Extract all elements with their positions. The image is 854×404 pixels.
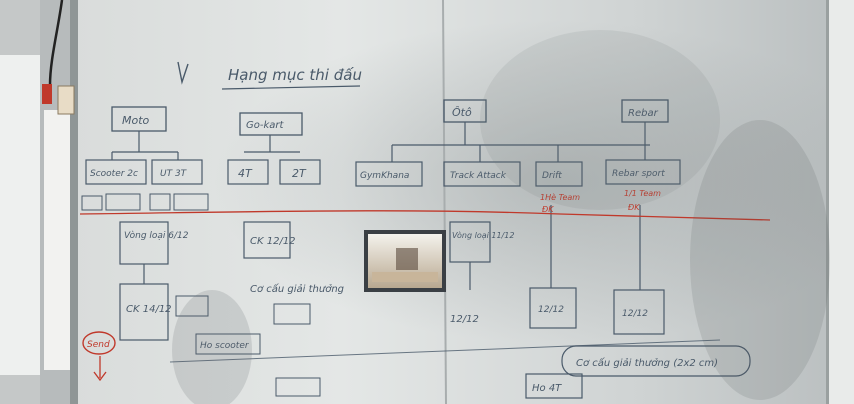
svg-text:GymKhana: GymKhana [360, 171, 409, 181]
svg-text:12/12: 12/12 [622, 309, 648, 319]
drift-tag-bottom: ĐK [542, 205, 554, 214]
svg-text:Vòng loại 11/12: Vòng loại 11/12 [452, 230, 514, 240]
board-frame-left [70, 0, 78, 404]
svg-text:Drift: Drift [542, 171, 562, 181]
left-prize-note: Cơ cấu giải thưởng [250, 283, 344, 295]
svg-text:12/12: 12/12 [450, 314, 479, 325]
rebar-tag-bottom: ĐK [628, 203, 640, 212]
category-gokart: Go-kart 4T 2T CK 12/12 [227, 112, 321, 397]
svg-text:12/12: 12/12 [538, 305, 564, 315]
rebar-tag-top: 1/1 Team [624, 189, 661, 198]
category-oto: Ôtô GymKhana Track Attack Drift Vòng loạ… [355, 99, 650, 329]
drift-tag-top: 1Hè Team [540, 192, 580, 202]
svg-text:Ôtô: Ôtô [452, 106, 472, 119]
svg-text:Go-kart: Go-kart [246, 120, 285, 131]
svg-text:UT 3T: UT 3T [160, 169, 188, 179]
svg-text:CK 14/12: CK 14/12 [126, 304, 172, 315]
svg-text:2T: 2T [292, 167, 307, 180]
red-divider-line [79, 210, 771, 221]
cable [48, 0, 64, 86]
right-prize-bubble [561, 345, 751, 377]
svg-text:CK 12/12: CK 12/12 [250, 236, 296, 247]
svg-text:Scooter 2c: Scooter 2c [90, 169, 138, 179]
bottom-right-box: Ho 4T [532, 383, 562, 394]
glass-seam [442, 0, 447, 404]
svg-text:Vòng loại 6/12: Vòng loại 6/12 [124, 230, 189, 241]
board-frame-right [828, 0, 854, 404]
board-title: Hạng mục thi đấu [228, 66, 362, 84]
svg-text:Rebar sport: Rebar sport [612, 169, 665, 179]
svg-text:Rebar: Rebar [628, 108, 659, 119]
svg-text:Ho scooter: Ho scooter [200, 341, 250, 351]
svg-text:Track Attack: Track Attack [450, 171, 507, 181]
red-circle-label: Send [87, 340, 110, 350]
svg-text:4T: 4T [238, 167, 253, 180]
svg-text:Moto: Moto [122, 114, 150, 127]
category-rebar: Rebar Rebar sport 12/12 [605, 99, 681, 335]
category-moto: Moto Scooter 2c UT 3T Vòng loại 6/12 CK … [81, 106, 261, 355]
red-circle [82, 331, 116, 355]
right-prize-note: Cơ cấu giải thưởng (2x2 cm) [576, 357, 718, 369]
reflected-monitor [364, 230, 446, 292]
